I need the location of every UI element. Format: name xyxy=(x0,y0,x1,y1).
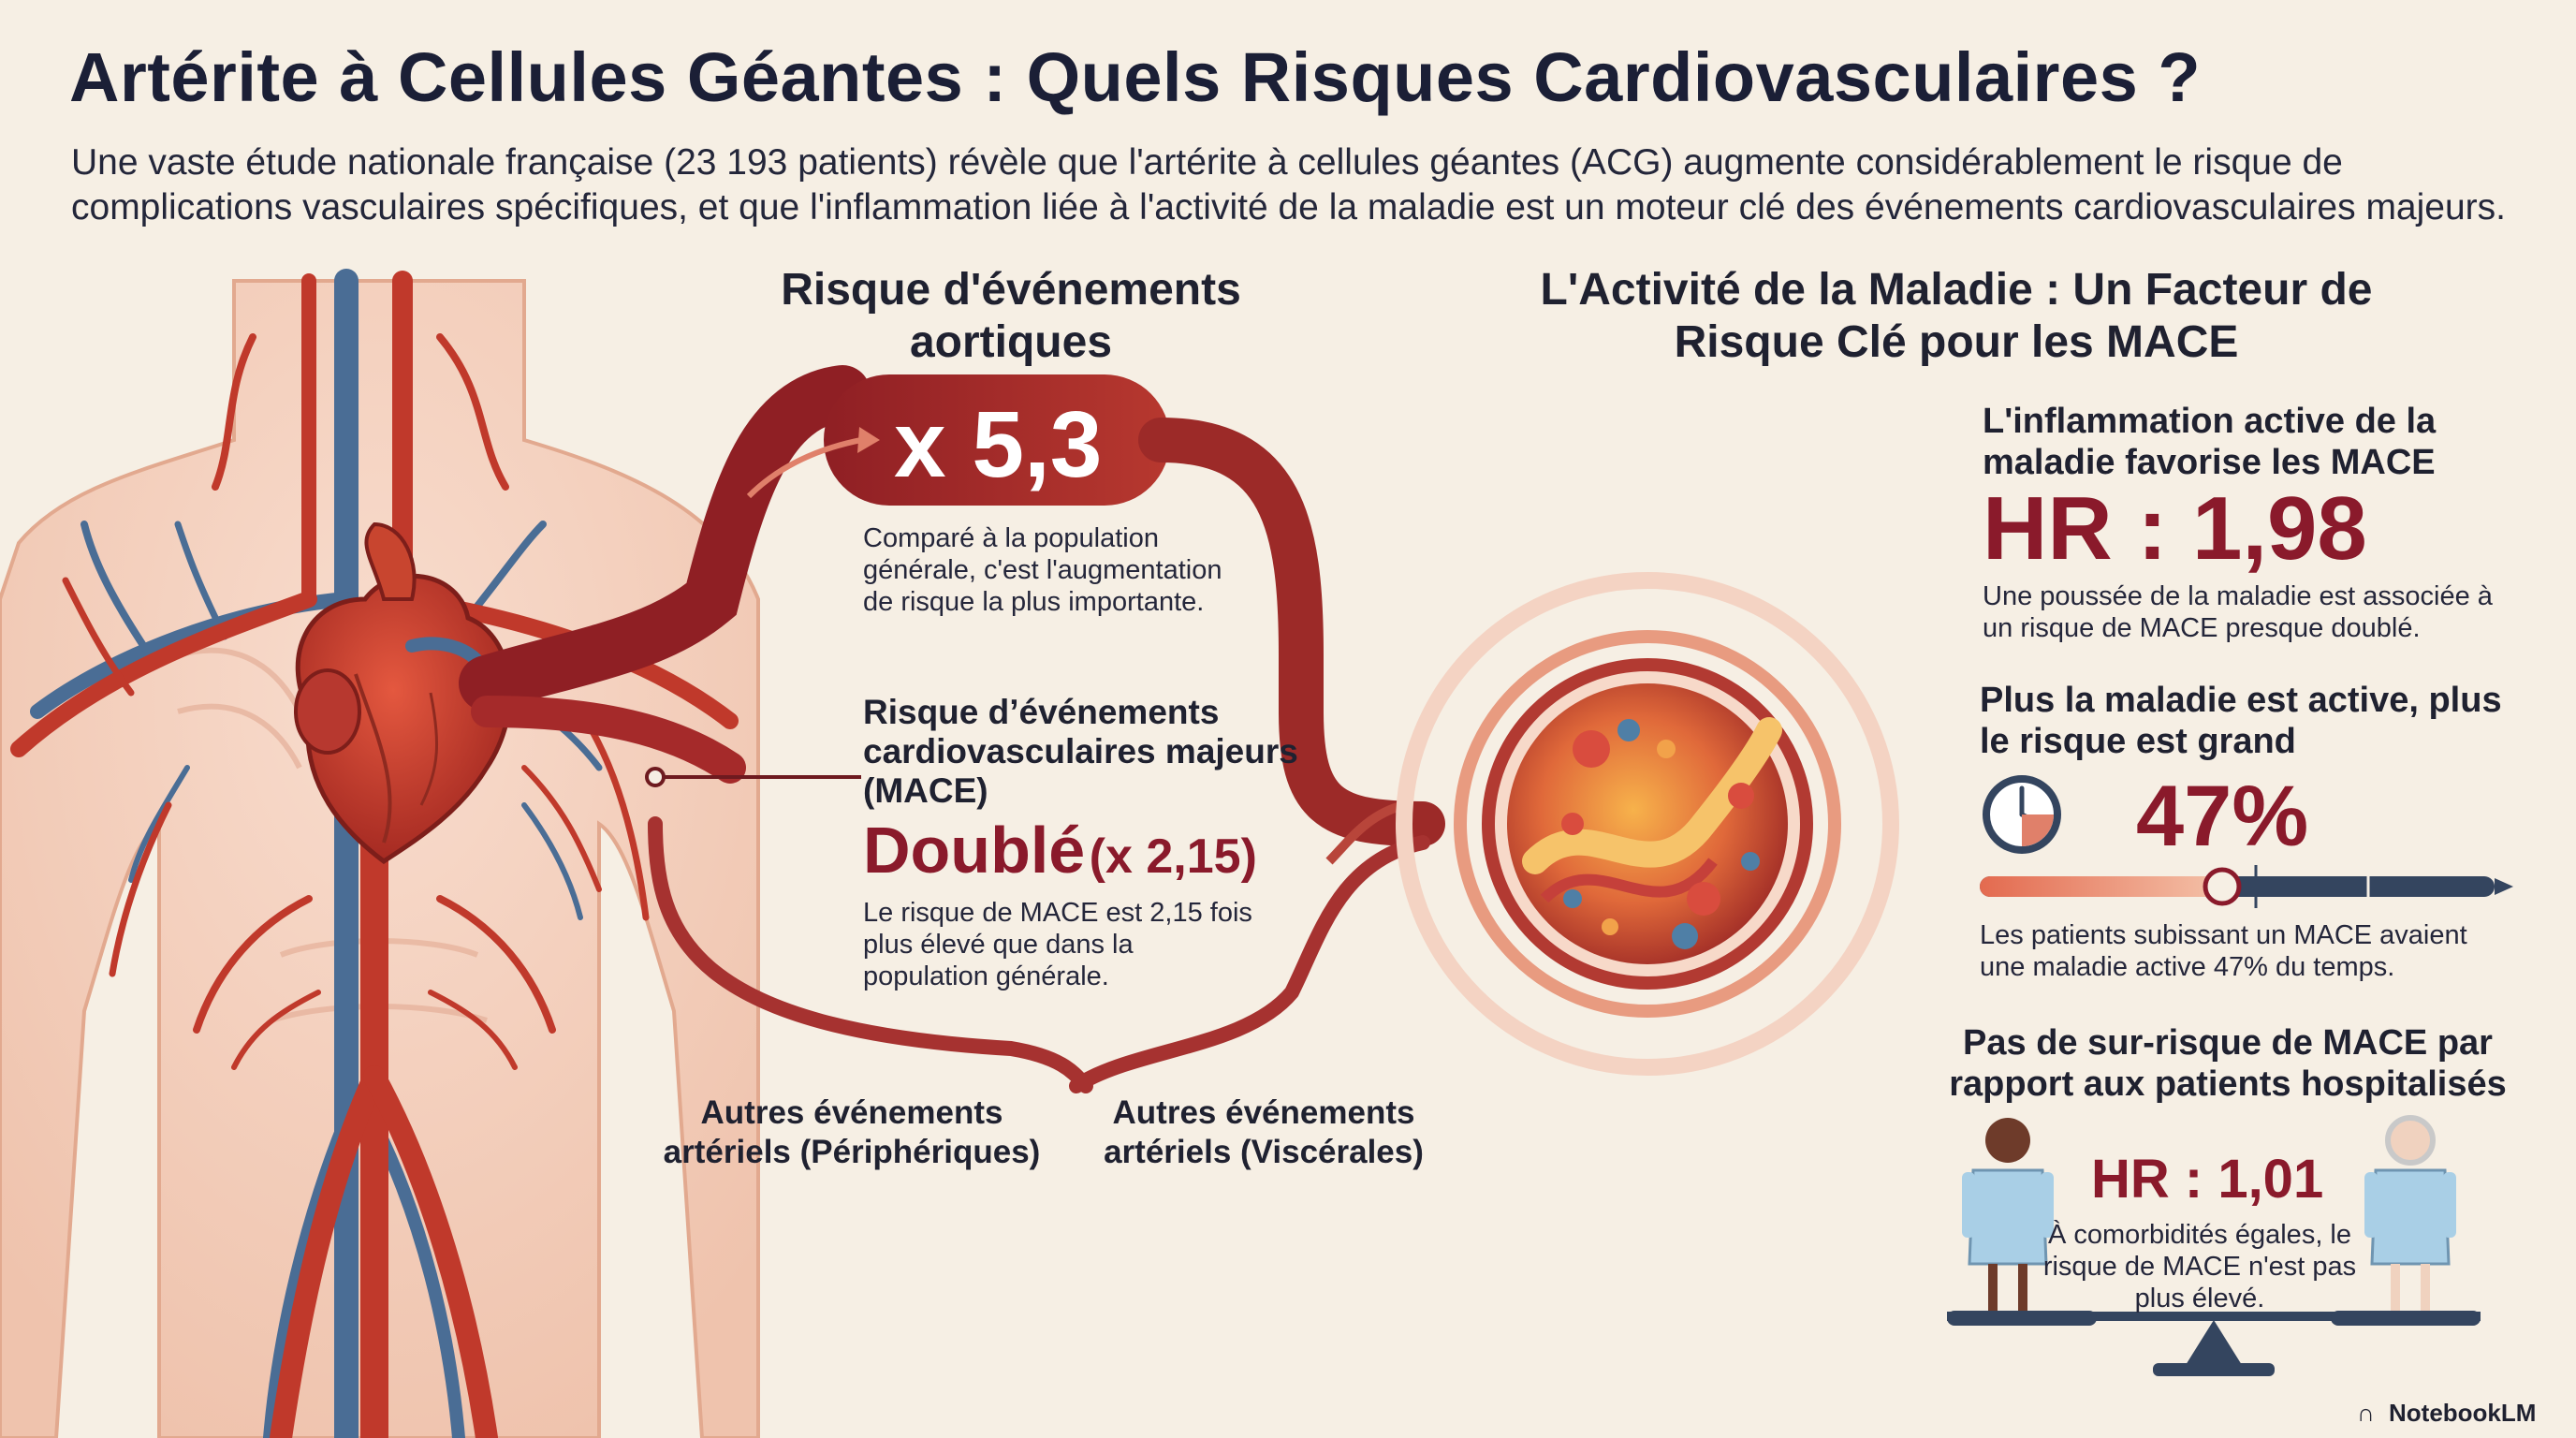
clock-icon xyxy=(1983,775,2061,854)
flow-ribbons xyxy=(459,365,1445,1093)
aortic-note: Comparé à la population générale, c'est … xyxy=(863,523,1222,617)
mace-heading: Risque d’événements cardiovasculaires ma… xyxy=(863,693,1298,810)
hospitalized-heading: Pas de sur-risque de MACE par rapport au… xyxy=(1949,1023,2507,1104)
inflammation-heading: L'inflammation active de la maladie favo… xyxy=(1983,402,2437,482)
page-title: Artérite à Cellules Géantes : Quels Risq… xyxy=(69,38,2202,116)
hospitalized-hr: HR : 1,01 xyxy=(2091,1149,2324,1210)
page-subtitle: Une vaste étude nationale française (23 … xyxy=(71,142,2506,227)
activity-heading: L'Activité de la Maladie : Un Facteur de… xyxy=(1540,265,2373,367)
inflammation-note: Une poussée de la maladie est associée à… xyxy=(1983,581,2493,643)
heart-illustration xyxy=(294,521,513,865)
inflammation-hr: HR : 1,98 xyxy=(1983,478,2367,579)
balance-scale-icon xyxy=(1947,1311,2481,1376)
vessel-inflammation-icon xyxy=(1396,572,1899,1076)
active-disease-heading: Plus la maladie est active, plus le risq… xyxy=(1980,681,2502,761)
body-illustration xyxy=(0,269,760,1438)
patient-icon xyxy=(1962,1118,2054,1311)
aortic-banner xyxy=(824,374,1170,506)
visceral-events-label: Autres événements artériels (Viscérales) xyxy=(1104,1094,1424,1170)
aortic-multiplier: x 5,3 xyxy=(894,392,1103,497)
activity-progress-bar xyxy=(1980,865,2513,908)
mace-note: Le risque de MACE est 2,15 fois plus éle… xyxy=(863,898,1252,991)
mace-value-word: Doublé xyxy=(863,814,1086,887)
brand-name: NotebookLM xyxy=(2389,1399,2537,1427)
hospitalized-note: À comorbidités égales, le risque de MACE… xyxy=(2042,1220,2357,1313)
brand-logo-icon: ∩ xyxy=(2357,1399,2375,1427)
active-disease-note: Les patients subissant un MACE avaient u… xyxy=(1980,920,2467,982)
mace-value: Doublé (x 2,15) xyxy=(863,813,1257,888)
active-disease-percent: 47% xyxy=(2136,769,2309,864)
aortic-heading: Risque d'événements aortiques xyxy=(781,265,1241,367)
mace-value-factor: (x 2,15) xyxy=(1089,829,1257,884)
peripheral-events-label: Autres événements artériels (Périphériqu… xyxy=(663,1094,1041,1170)
patient-icon xyxy=(2364,1115,2456,1311)
